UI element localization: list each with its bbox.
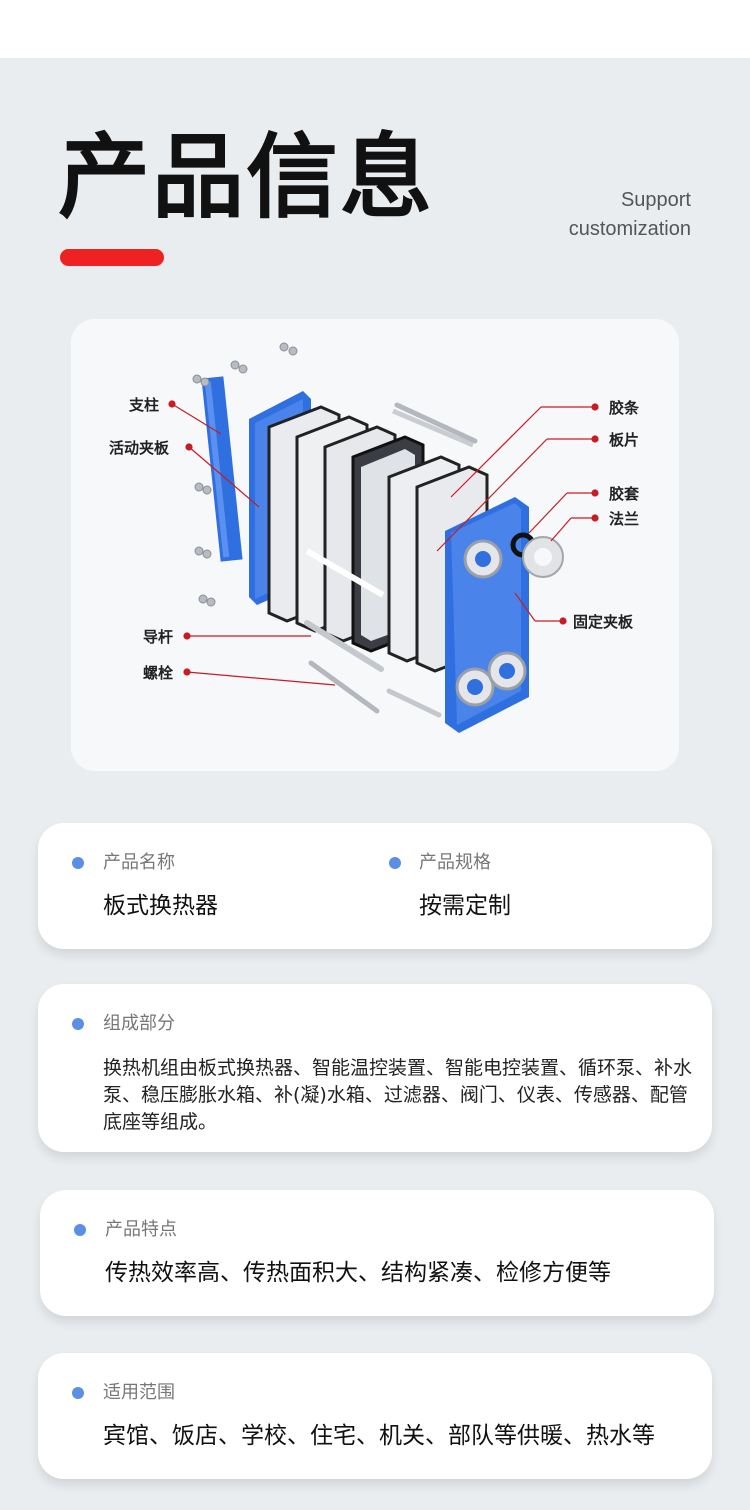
scope-label: 适用范围 [103, 1382, 175, 1403]
product-name-label: 产品名称 [103, 852, 175, 873]
fixed-plate-part [445, 497, 529, 733]
scope-card: 适用范围 宾馆、饭店、学校、住宅、机关、部队等供暖、热水等 [38, 1353, 712, 1479]
label-flange: 法兰 [609, 510, 639, 528]
label-guide-rod: 导杆 [143, 628, 173, 646]
title-accent-bar [60, 249, 164, 266]
components-value: 换热机组由板式换热器、智能温控装置、智能电控装置、循环泵、补水泵、稳压膨胀水箱、… [103, 1057, 693, 1133]
label-plate: 板片 [609, 431, 639, 449]
scope-value: 宾馆、饭店、学校、住宅、机关、部队等供暖、热水等 [103, 1423, 655, 1449]
page-title: 产品信息 [58, 124, 435, 231]
label-rubber-sleeve: 胶套 [609, 485, 640, 503]
nuts-part [192, 342, 298, 607]
bullet-dot [74, 1224, 86, 1236]
product-spec-value: 按需定制 [419, 893, 511, 919]
bullet-dot [72, 1387, 84, 1399]
label-pillar: 支柱 [128, 396, 159, 414]
rods-part [304, 402, 478, 718]
pillar-part [201, 376, 243, 562]
components-card: 组成部分 换热机组由板式换热器、智能温控装置、智能电控装置、循环泵、补水泵、稳压… [38, 984, 712, 1152]
label-bolt: 螺栓 [143, 664, 173, 682]
customization-line: customization [568, 218, 691, 240]
bullet-dot [389, 857, 401, 869]
components-label: 组成部分 [103, 1013, 175, 1034]
product-name-value: 板式换热器 [103, 893, 218, 919]
label-movable-plate: 活动夹板 [109, 439, 170, 457]
support-line: Support [620, 189, 691, 211]
support-customization-note: Support customization [569, 186, 691, 244]
label-fixed-plate: 固定夹板 [573, 613, 634, 631]
product-spec-label: 产品规格 [419, 852, 491, 873]
top-strip [0, 0, 750, 58]
bullet-dot [72, 1018, 84, 1030]
features-value: 传热效率高、传热面积大、结构紧凑、检修方便等 [105, 1260, 611, 1286]
features-label: 产品特点 [105, 1219, 177, 1240]
name-spec-card: 产品名称 板式换热器 产品规格 按需定制 [38, 823, 712, 949]
product-diagram-card: 支柱 活动夹板 导杆 螺栓 胶条 板片 胶套 法兰 固定夹板 [71, 319, 679, 771]
flange-part [522, 536, 564, 578]
leader-dot [168, 400, 176, 408]
plate-heat-exchanger-diagram: 支柱 活动夹板 导杆 螺栓 胶条 板片 胶套 法兰 固定夹板 [71, 319, 679, 771]
features-card: 产品特点 传热效率高、传热面积大、结构紧凑、检修方便等 [40, 1190, 714, 1316]
bullet-dot [72, 857, 84, 869]
label-gasket-strip: 胶条 [609, 399, 640, 417]
